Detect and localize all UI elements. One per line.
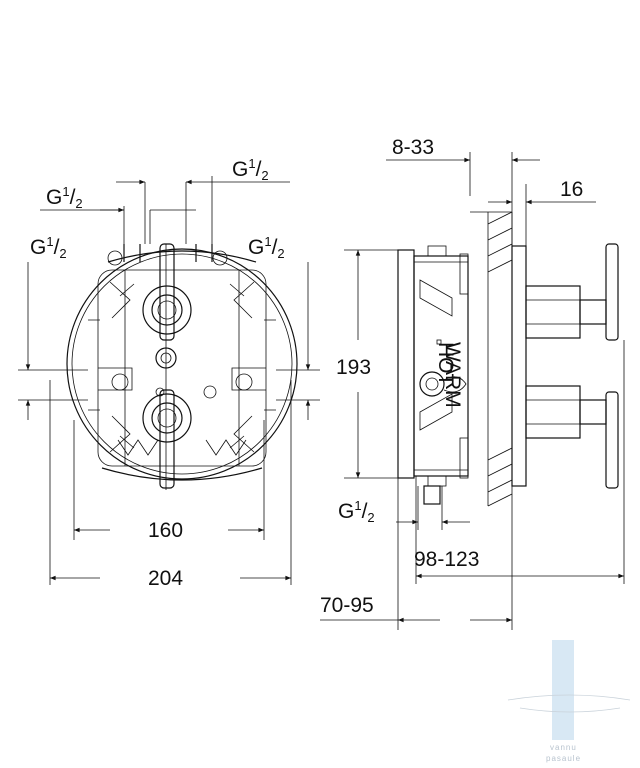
lower-handle-side <box>525 385 619 489</box>
side-view: WARM HOT <box>397 211 619 507</box>
rosette-inner-circle <box>71 253 293 475</box>
label-g-mid-right: G1/2 <box>248 234 285 261</box>
lower-handle <box>142 389 192 489</box>
wall-hatch <box>470 211 513 507</box>
label-8-33: 8-33 <box>392 136 434 159</box>
label-g-mid-left: G1/2 <box>30 234 67 261</box>
label-70-95: 70-95 <box>320 594 374 617</box>
valve-body <box>397 249 415 479</box>
front-dimensions <box>18 176 320 585</box>
body-text-hot: HOT <box>434 342 457 387</box>
label-g-bottom-side: G1/2 <box>338 498 375 525</box>
watermark-line2: pasaule <box>546 754 581 763</box>
cover-plate <box>511 245 527 487</box>
upper-handle-side <box>525 243 619 341</box>
label-193: 193 <box>336 356 371 379</box>
side-dimensions <box>320 152 625 630</box>
front-view <box>66 243 298 490</box>
label-160: 160 <box>148 519 183 542</box>
center-stem <box>155 244 177 490</box>
label-98-123: 98-123 <box>414 548 479 571</box>
watermark-line1: vannu <box>550 743 577 752</box>
rosette-outer-circle <box>66 248 298 480</box>
watermark: vannu pasaule <box>507 640 631 763</box>
label-g-top-right: G1/2 <box>232 156 269 183</box>
label-16: 16 <box>560 178 583 201</box>
label-g-top-left: G1/2 <box>46 184 83 211</box>
upper-handle <box>142 243 192 341</box>
side-inlet <box>419 371 445 397</box>
label-204: 204 <box>148 567 183 590</box>
valve-body-outline <box>88 250 276 481</box>
